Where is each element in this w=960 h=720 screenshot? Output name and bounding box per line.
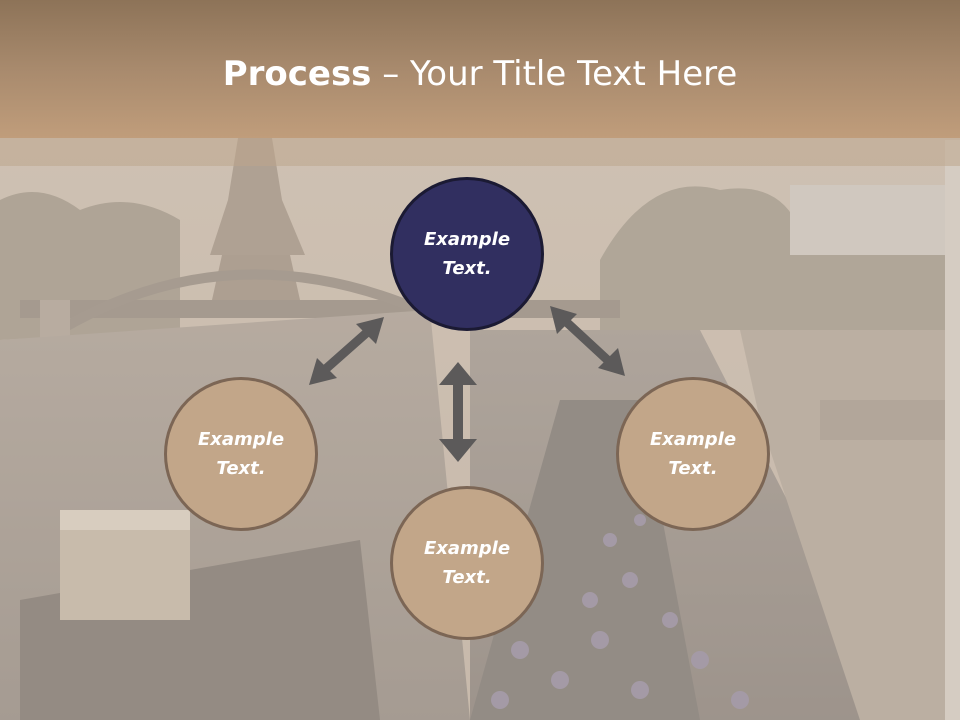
process-node-right[interactable]: Example Text. bbox=[616, 377, 770, 531]
process-node-top-text: Example Text. bbox=[423, 229, 511, 279]
process-node-right-text: Example Text. bbox=[649, 429, 737, 479]
process-node-left-text: Example Text. bbox=[197, 429, 285, 479]
title-bold: Process bbox=[222, 54, 372, 94]
process-node-left[interactable]: Example Text. bbox=[164, 377, 318, 531]
process-node-top[interactable]: Example Text. bbox=[390, 177, 544, 331]
slide-title: Process – Your Title Text Here bbox=[0, 52, 960, 96]
process-node-bottom-text: Example Text. bbox=[423, 538, 511, 588]
process-node-bottom[interactable]: Example Text. bbox=[390, 486, 544, 640]
title-sub-band bbox=[0, 138, 960, 166]
title-rest: – Your Title Text Here bbox=[371, 54, 738, 94]
title-band bbox=[0, 0, 960, 138]
